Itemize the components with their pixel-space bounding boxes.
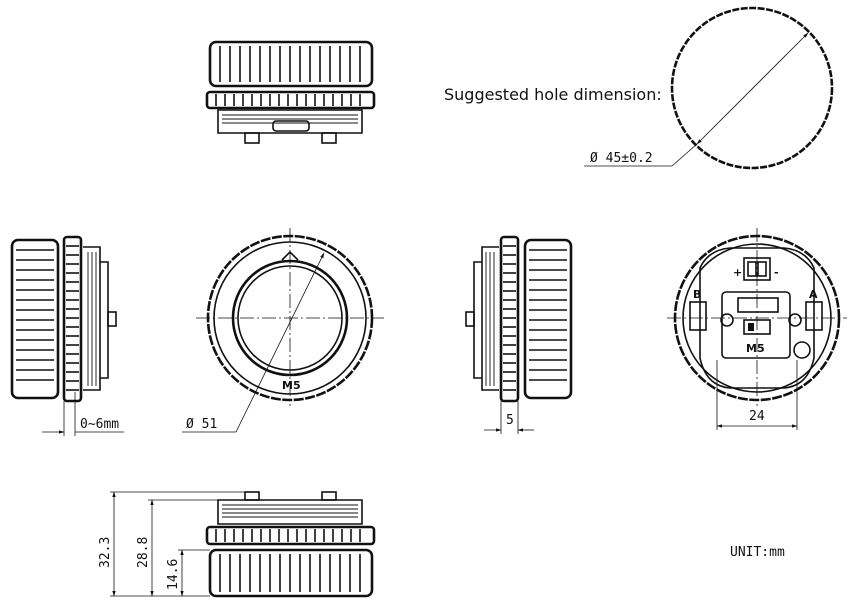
diameter-label: Ø 51 (186, 417, 217, 432)
hole-dimension-label: Ø 45±0.2 (590, 151, 653, 166)
hole-title: Suggested hole dimension: (444, 85, 662, 104)
ring-ribs-left (66, 245, 79, 391)
knurl-ribs-top (219, 46, 361, 82)
brand-mark: M5 (282, 379, 301, 392)
knurl-ribs-right (529, 249, 567, 381)
port-a-connector (805, 301, 823, 331)
ring-ribs-top (215, 94, 361, 106)
depth-label: 5 (506, 413, 514, 428)
chevron-up-icon (281, 250, 299, 261)
knurl-ribs-bottom (219, 554, 361, 592)
unit-label: UNIT:mm (730, 545, 785, 560)
port-b-connector (689, 301, 707, 331)
hole-dimension-view: Suggested hole dimension: Ø 45±0.2 (444, 6, 834, 170)
width-label: 24 (749, 409, 765, 424)
bottom-side-view: 32.3 28.8 14.6 (98, 491, 376, 598)
adjust-range-label: 0~6mm (80, 417, 119, 432)
pcb-mark: M5 (746, 342, 765, 355)
top-side-view (205, 40, 376, 144)
back-view: + - M5 B A 24 (667, 228, 847, 430)
left-side-view: 0~6mm (10, 235, 124, 436)
minus-mark: - (774, 266, 779, 279)
power-connector (743, 257, 771, 281)
port-a-label: A (809, 288, 818, 301)
height-32-3-label: 32.3 (98, 537, 113, 568)
plus-mark: + (733, 266, 742, 279)
knurl-ribs-left (16, 249, 54, 381)
ring-ribs-right (503, 245, 516, 391)
height-28-8-label: 28.8 (136, 537, 151, 568)
height-14-6-label: 14.6 (166, 559, 181, 590)
front-view: M5 Ø 51 (182, 228, 384, 433)
right-side-view: 5 (465, 235, 573, 434)
ring-ribs-bottom (215, 529, 361, 542)
port-b-label: B (693, 288, 701, 301)
